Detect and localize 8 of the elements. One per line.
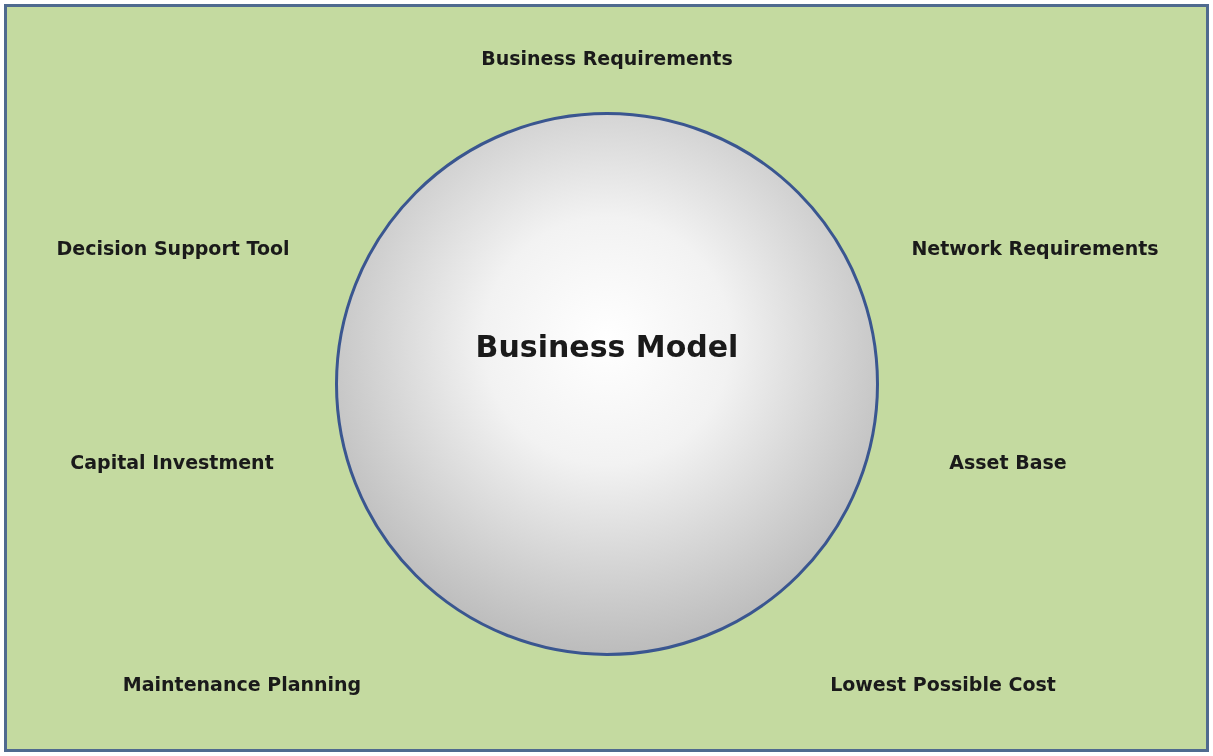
node-title: Business Model [475,328,739,364]
topic-label: Network Requirements [911,237,1159,259]
topic-label: Decision Support Tool [56,237,290,259]
topic-label: Maintenance Planning [122,673,362,695]
topic-label: Asset Base [949,451,1067,473]
topic-label: Capital Investment [70,451,274,473]
topic-label: Lowest Possible Cost [830,673,1056,695]
topic-label: Business Requirements [481,47,733,69]
